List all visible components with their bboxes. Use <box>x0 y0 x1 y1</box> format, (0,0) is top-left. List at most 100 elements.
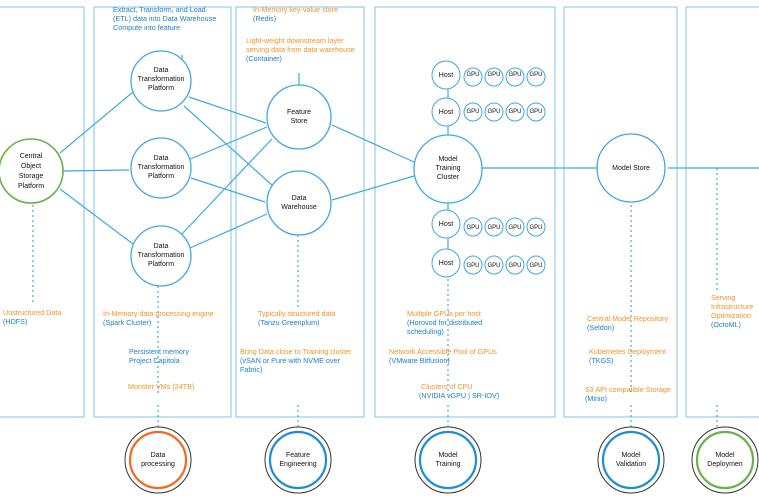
host-row-4: Host GPU GPU GPU GPU <box>431 248 546 278</box>
svg-text:Data: Data <box>151 452 166 459</box>
container-note: (Container) <box>246 54 282 63</box>
gpu-pool-note: Network Accessible Pool of GPUs <box>389 347 497 356</box>
svg-text:Feature: Feature <box>287 109 311 116</box>
svg-text:Validation: Validation <box>616 461 646 468</box>
gpu-label: GPU <box>487 225 500 231</box>
svg-text:Platform: Platform <box>148 261 174 268</box>
svg-text:Model: Model <box>438 156 458 163</box>
redis-note: In-Memory key-value store <box>253 5 338 14</box>
seldon-note: (Seldon) <box>587 323 614 332</box>
svg-text:Data: Data <box>292 195 307 202</box>
unstructured-data-note: Unstructured Data <box>3 308 61 317</box>
gpu-label: GPU <box>466 72 479 78</box>
vsan-note-2: Fabric) <box>240 365 262 374</box>
etl-note-2: (ETL) data into Data Warehouse <box>113 14 216 23</box>
model-store-node: Model Store <box>596 133 666 203</box>
structured-data-note: Typically structured data <box>258 309 336 318</box>
dotted-guides <box>32 168 718 428</box>
host-row-3: Host GPU GPU GPU GPU <box>431 209 546 239</box>
central-label-2: Object <box>21 163 41 170</box>
central-label-1: Central <box>20 153 43 160</box>
serving-note-2: Infrastructure <box>711 302 753 311</box>
clusters-cpu-note: Clusters of CPU <box>421 382 473 391</box>
model-training-cluster-node: Model Training Cluster <box>413 134 483 204</box>
monster-vms-note: Monster VMs (24TB) <box>128 382 194 391</box>
lightweight-note-1: Light-weight downstream layer <box>246 36 344 45</box>
k8s-deploy-note: Kubernetes Deployment <box>589 347 666 356</box>
spark-cluster: (Spark Cluster) <box>103 318 151 327</box>
gpu-label: GPU <box>487 72 500 78</box>
gpu-label: GPU <box>529 263 542 269</box>
gpu-label: GPU <box>508 225 521 231</box>
svg-text:Model: Model <box>715 452 735 459</box>
svg-text:Data: Data <box>154 67 169 74</box>
gpu-label: GPU <box>466 109 479 115</box>
gpu-label: GPU <box>487 109 500 115</box>
s3-storage-note: S3 API compatible Storage <box>585 385 671 394</box>
svg-text:Transformation: Transformation <box>138 164 185 171</box>
feature-store-node: Feature Store <box>266 84 332 150</box>
minio-note: (Minio) <box>585 394 607 403</box>
svg-text:Training: Training <box>435 461 460 468</box>
svg-text:Transformation: Transformation <box>138 76 185 83</box>
svg-text:Data: Data <box>154 243 169 250</box>
redis-name: (Redis) <box>253 14 276 23</box>
bitfusion-note: (VMware Bitfusion) <box>389 356 450 365</box>
central-label-3: Storage <box>19 173 44 180</box>
etl-note-1: Extract, Transform, and Load <box>113 5 206 14</box>
bring-data-note: Bring Data close to Training cluster <box>240 347 352 356</box>
data-warehouse-node: Data Warehouse <box>266 170 332 236</box>
lightweight-note-2: serving data from data warehouse <box>246 45 355 54</box>
etl-note-3: Compute into feature <box>113 23 180 32</box>
gpu-label: GPU <box>508 72 521 78</box>
svg-text:Model: Model <box>621 452 641 459</box>
data-transformation-platform-3: Data Transformation Platform <box>130 225 192 287</box>
gpu-label: GPU <box>529 225 542 231</box>
lane-model-validation <box>563 6 678 418</box>
gpu-label: GPU <box>508 109 521 115</box>
svg-text:Engineering: Engineering <box>279 461 316 468</box>
gpu-label: GPU <box>529 72 542 78</box>
host-label: Host <box>439 72 453 79</box>
horovod-note-1: (Horovod for distributed <box>407 318 482 327</box>
svg-text:Platform: Platform <box>148 85 174 92</box>
host-label: Host <box>439 260 453 267</box>
svg-text:Deploymen: Deploymen <box>707 461 743 468</box>
spark-note: In-Memory data processing engine <box>103 309 214 318</box>
svg-text:Model Store: Model Store <box>612 165 650 172</box>
central-object-storage-node: Central Object Storage Platform <box>0 138 64 204</box>
lane-feature-engineering <box>235 6 365 418</box>
svg-text:Store: Store <box>291 118 308 125</box>
svg-text:Transformation: Transformation <box>138 252 185 259</box>
tkgs-note: (TKGS) <box>589 356 613 365</box>
svg-text:Model: Model <box>438 452 458 459</box>
badge-model-training: Model Training <box>414 426 482 494</box>
gpu-label: GPU <box>487 263 500 269</box>
lane-model-training <box>374 6 556 418</box>
multiple-gpus-note: Multiple GPUs per host <box>407 309 481 318</box>
lane-storage <box>0 6 85 418</box>
nvidia-note: (NVIDIA vGPU | SR-IOV) <box>419 391 499 400</box>
lane-model-deployment <box>685 6 759 418</box>
svg-text:Cluster: Cluster <box>437 174 460 181</box>
vsan-note-1: (vSAN or Pure with NVME over <box>240 356 340 365</box>
hdfs-note: (HDFS) <box>3 317 27 326</box>
svg-text:Data: Data <box>154 155 169 162</box>
svg-text:Training: Training <box>435 165 460 172</box>
gpu-label: GPU <box>529 109 542 115</box>
model-repo-note: Central Model Repository <box>587 314 669 323</box>
svg-text:Warehouse: Warehouse <box>281 204 317 211</box>
horovod-note-2: scheduling) <box>407 327 444 336</box>
host-row-1: Host GPU GPU GPU GPU <box>431 60 546 90</box>
svg-text:processing: processing <box>141 461 175 468</box>
gpu-label: GPU <box>466 263 479 269</box>
data-transformation-platform-2: Data Transformation Platform <box>130 137 192 199</box>
serving-note-3: Optimization <box>711 311 751 320</box>
svg-text:Feature: Feature <box>286 452 310 459</box>
persistent-memory-1: Persistent memory <box>129 347 189 356</box>
tanzu-greenplum: (Tanzu Greenplum) <box>258 318 320 327</box>
badge-data-processing: Data processing <box>124 426 192 494</box>
octoml-note: (OctoML) <box>711 320 741 329</box>
